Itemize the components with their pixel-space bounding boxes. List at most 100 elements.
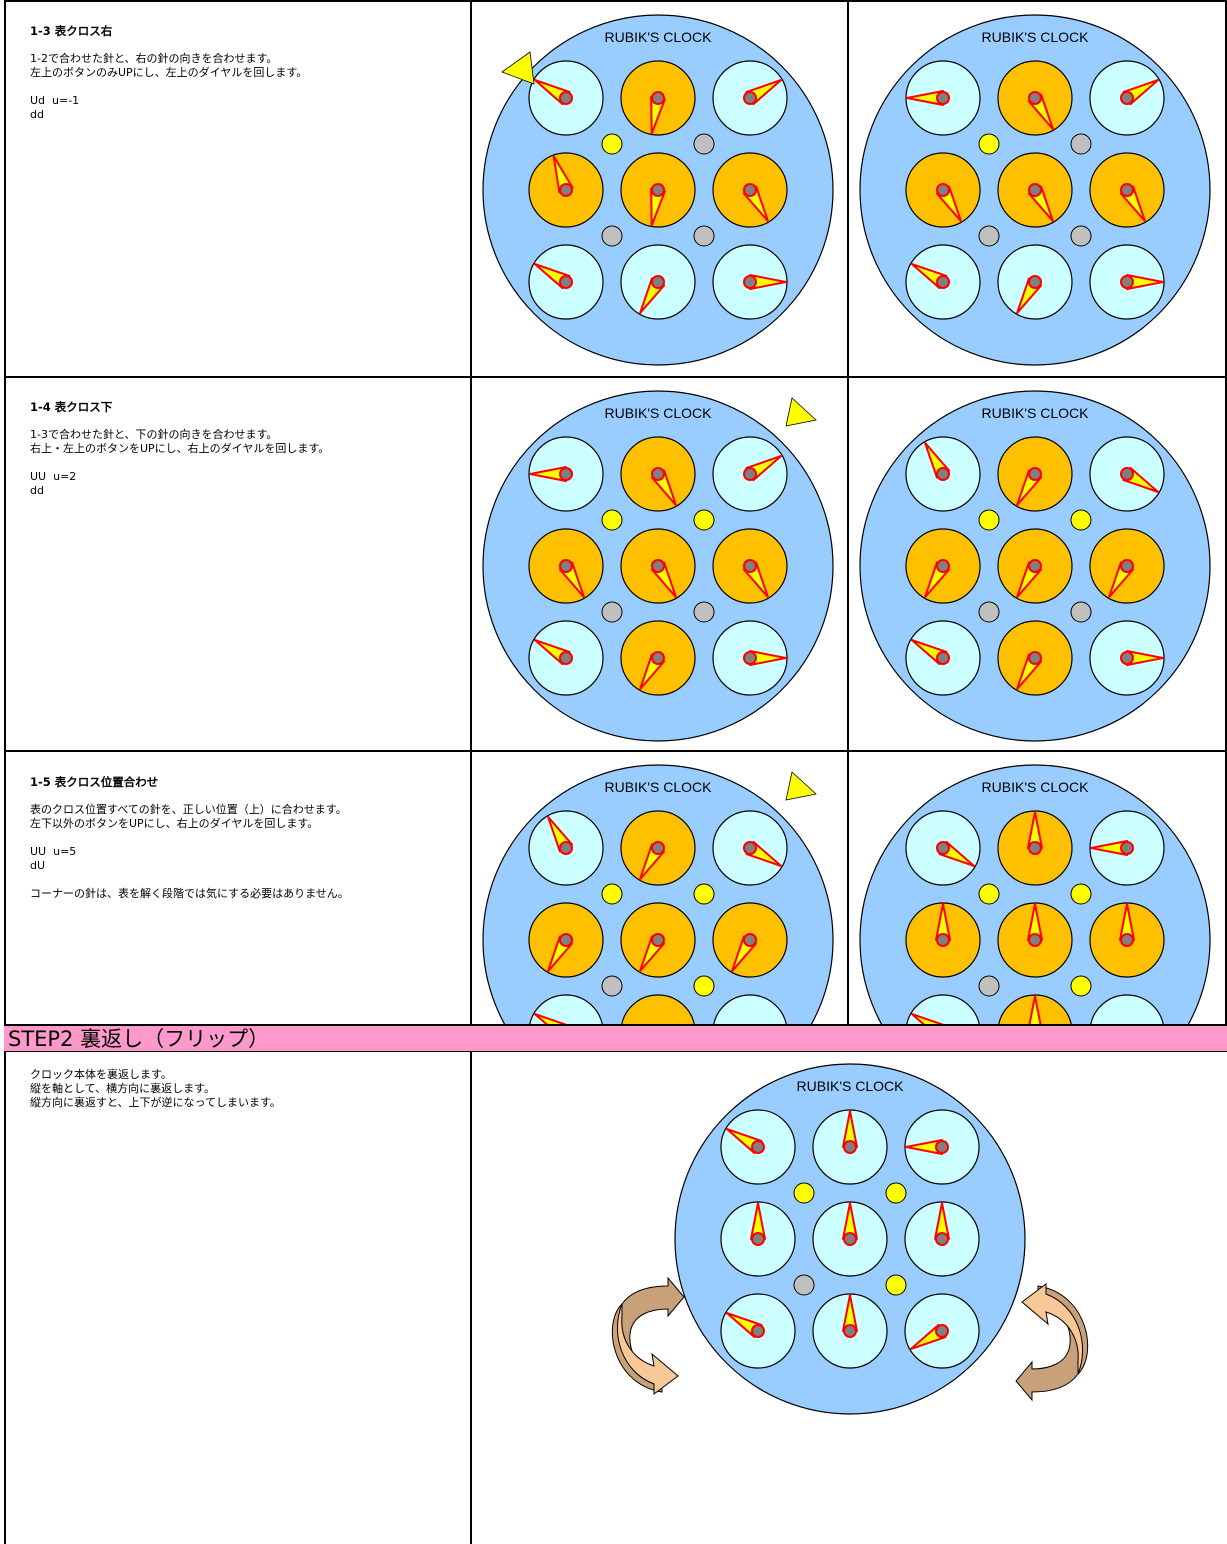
notation-line: Ud u=-1 (30, 94, 80, 107)
hand-hub (843, 1324, 857, 1338)
grid-line (4, 376, 1227, 378)
hand-hub (936, 651, 950, 665)
notation-line: dd (30, 108, 44, 121)
pin-down (793, 1274, 815, 1296)
hand-hub (743, 467, 757, 481)
clock-1-5-after: RUBIK'S CLOCK (859, 764, 1211, 1024)
hand-hub (751, 1232, 765, 1246)
clock-1-3-after: RUBIK'S CLOCK (859, 14, 1211, 366)
section-title: 1-3 表クロス右 (30, 24, 113, 38)
hand-hub (751, 1140, 765, 1154)
pin-up (793, 1182, 815, 1204)
hand-hub (651, 933, 665, 947)
clock-hand (1028, 995, 1042, 1024)
pin-up (885, 1274, 907, 1296)
clock-title: RUBIK'S CLOCK (982, 405, 1090, 421)
hand-hub (1028, 275, 1042, 289)
hand-hub (651, 559, 665, 573)
clock-face: RUBIK'S CLOCK (482, 14, 834, 366)
notation-line: UU u=2 (30, 470, 77, 483)
hand-hub (936, 559, 950, 573)
grid-line (470, 0, 472, 1024)
hand-hub (936, 275, 950, 289)
dial (713, 994, 787, 1024)
instruction-line: 1-2で合わせた針と、右の針の向きを合わせます。 (30, 52, 278, 65)
dial (906, 994, 980, 1024)
grid-line (4, 750, 1227, 752)
pin-down (978, 975, 1000, 997)
pin-down (1070, 601, 1092, 623)
step2-header-bar: STEP2 裏返し（フリップ） (4, 1024, 1227, 1052)
pin-up (1070, 509, 1092, 531)
grid-line (4, 0, 1227, 2)
hand-hub (559, 467, 573, 481)
dial (529, 994, 603, 1024)
clock-face: RUBIK'S CLOCK (674, 1063, 1026, 1415)
hand-hub (1028, 91, 1042, 105)
pin-up (601, 883, 623, 905)
step2-title: STEP2 裏返し（フリップ） (8, 1027, 270, 1051)
pin-up (1070, 883, 1092, 905)
clock-step2-flip: RUBIK'S CLOCK (611, 1063, 1089, 1415)
section-title: 1-5 表クロス位置合わせ (30, 775, 159, 789)
pin-up (1070, 975, 1092, 997)
clock-title: RUBIK'S CLOCK (605, 779, 713, 795)
notation-line: dd (30, 484, 44, 497)
hand-hub (1028, 933, 1042, 947)
hand-hub (935, 1232, 949, 1246)
turn-indicator-icon (501, 51, 535, 85)
hand-hub (843, 1140, 857, 1154)
hand-hub (843, 1232, 857, 1246)
hand-hub (743, 651, 757, 665)
hand-hub (1028, 841, 1042, 855)
pin-down (978, 225, 1000, 247)
instruction-line: 左下以外のボタンをUPにし、右上のダイヤルを回します。 (30, 817, 319, 830)
hand-hub (936, 841, 950, 855)
hand-hub (1120, 467, 1134, 481)
pin-up (978, 509, 1000, 531)
hand-hub (936, 933, 950, 947)
note-line: コーナーの針は、表を解く段階では気にする必要はありません。 (30, 887, 349, 900)
hand-hub (651, 841, 665, 855)
hand-hub (935, 1324, 949, 1338)
hand-hub (559, 183, 573, 197)
pin-up (601, 133, 623, 155)
hand-hub (651, 467, 665, 481)
clock-face: RUBIK'S CLOCK (859, 14, 1211, 366)
clock-face: RUBIK'S CLOCK (482, 764, 834, 1024)
hand-hub (559, 275, 573, 289)
pin-down (693, 225, 715, 247)
clock-face: RUBIK'S CLOCK (482, 390, 834, 742)
hand-hub (559, 841, 573, 855)
turn-indicator-icon (785, 397, 817, 427)
clock-1-4-before: RUBIK'S CLOCK (482, 390, 834, 742)
pin-up (693, 883, 715, 905)
hand-hub (1028, 559, 1042, 573)
section-title: 1-4 表クロス下 (30, 400, 113, 414)
hand-hub (1028, 467, 1042, 481)
grid-line (847, 0, 849, 1024)
pin-down (601, 225, 623, 247)
hand-hub (751, 1324, 765, 1338)
clock-face: RUBIK'S CLOCK (859, 764, 1211, 1024)
clock-title: RUBIK'S CLOCK (605, 29, 713, 45)
clock-title: RUBIK'S CLOCK (982, 29, 1090, 45)
clock-body (859, 764, 1211, 1024)
instruction-line: 表のクロス位置すべての針を、正しい位置（上）に合わせます。 (30, 803, 347, 816)
clock-1-4-after: RUBIK'S CLOCK (859, 390, 1211, 742)
clock-face: RUBIK'S CLOCK (859, 390, 1211, 742)
step2-text: クロック本体を裏返します。 縦を軸として、横方向に裏返します。 縦方向に裏返すと… (30, 1068, 460, 1110)
clock-1-5-before: RUBIK'S CLOCK (482, 764, 834, 1024)
pin-up (693, 509, 715, 531)
clock-title: RUBIK'S CLOCK (605, 405, 713, 421)
hand-hub (651, 183, 665, 197)
flip-arrow-left-front-icon (616, 1303, 679, 1395)
pin-up (885, 1182, 907, 1204)
dial (621, 994, 695, 1024)
pin-up (978, 883, 1000, 905)
instruction-line: 左上のボタンのみUPにし、左上のダイヤルを回します。 (30, 66, 308, 79)
section-1-3-text: 1-3 表クロス右 1-2で合わせた針と、右の針の向きを合わせます。 左上のボタ… (30, 24, 460, 122)
hand-hub (1120, 841, 1134, 855)
clock-hand (910, 1013, 944, 1024)
